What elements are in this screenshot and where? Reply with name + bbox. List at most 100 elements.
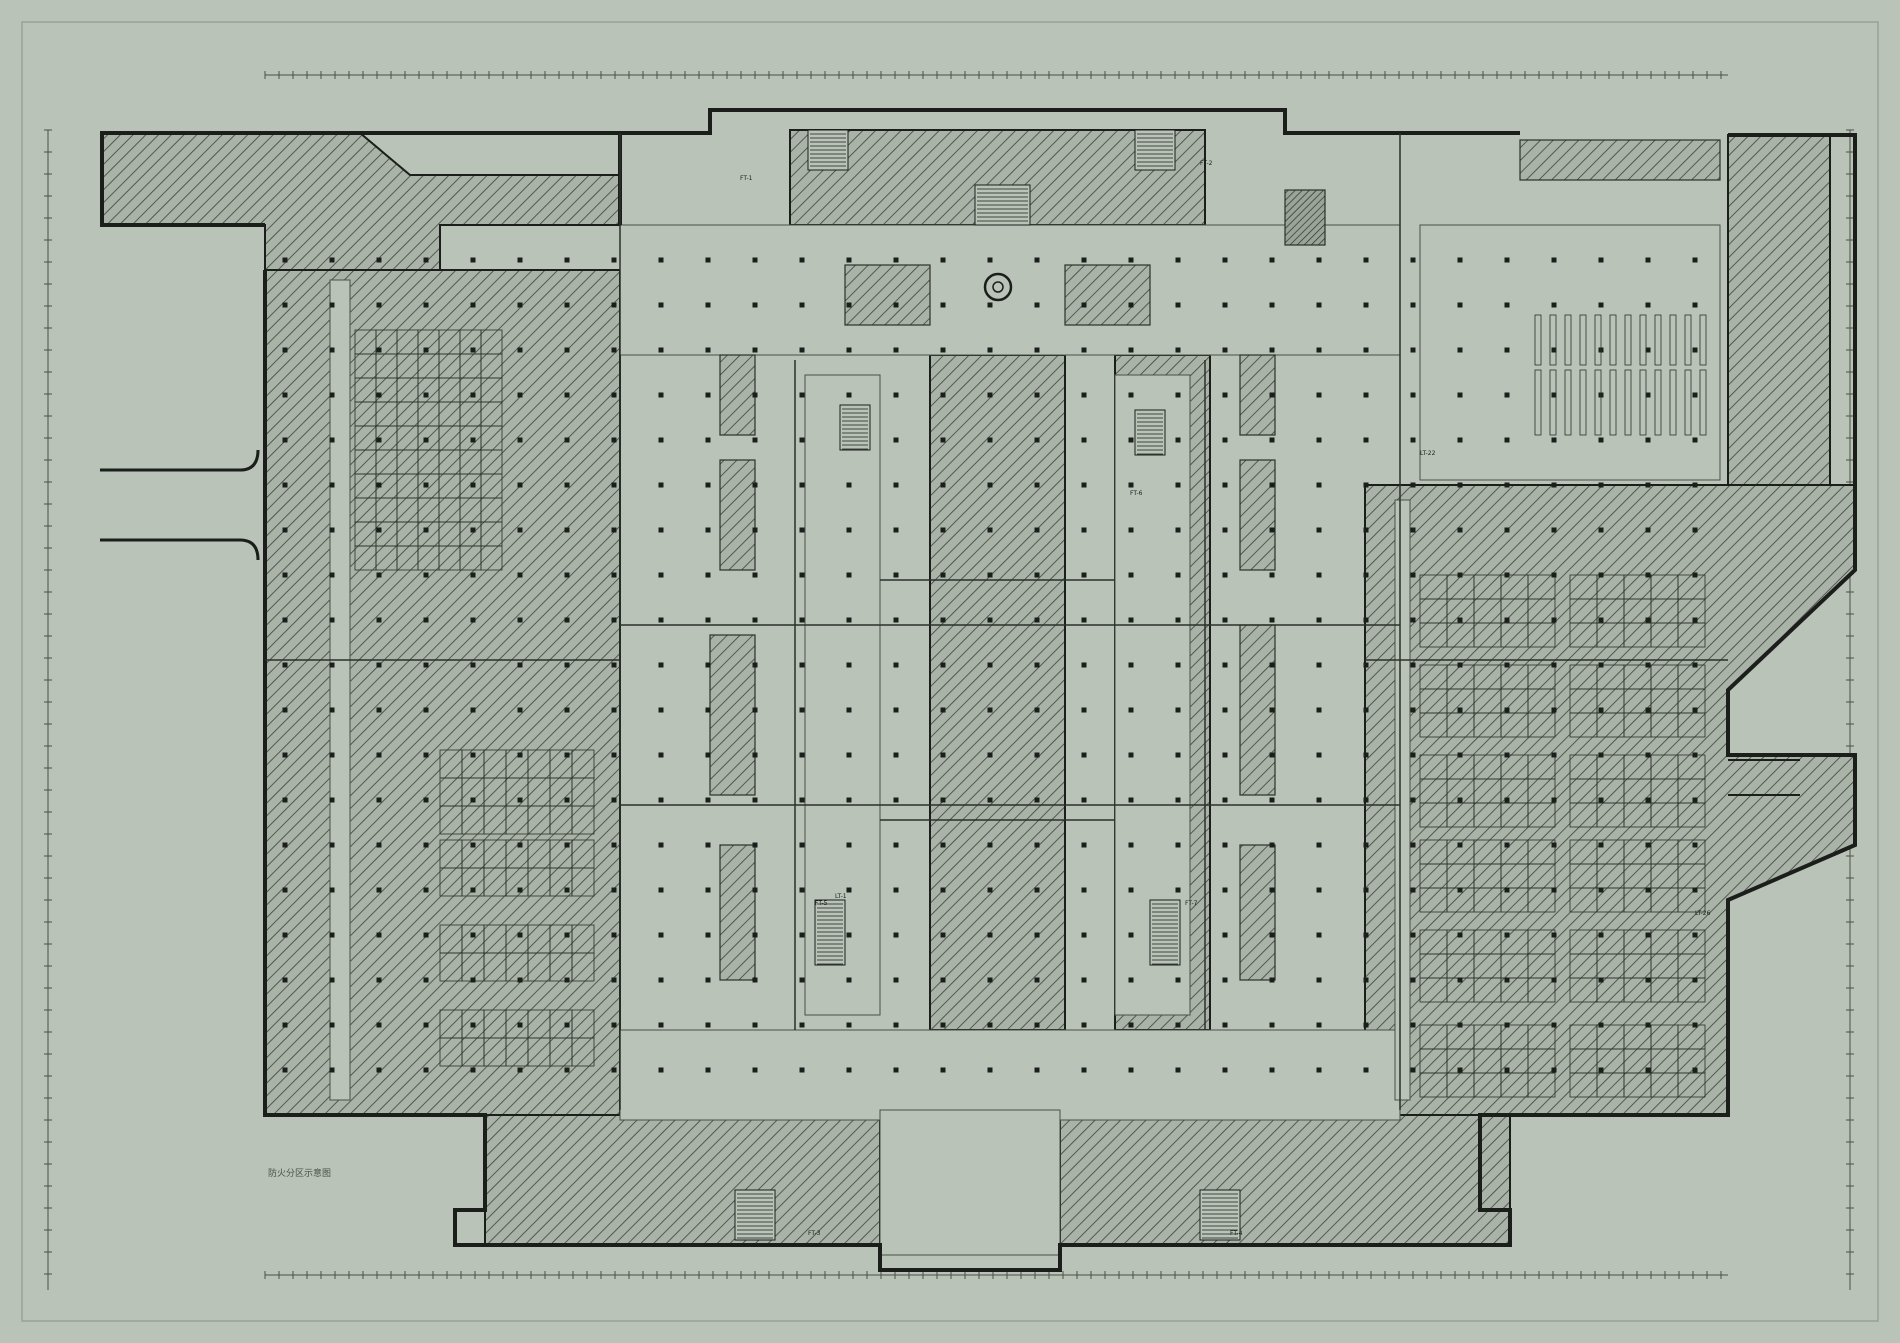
shelf (1639, 369, 1647, 436)
interior-walls (265, 133, 1728, 1110)
column (282, 482, 288, 488)
column (1081, 1022, 1087, 1028)
column (1598, 797, 1604, 803)
column (1128, 482, 1134, 488)
column (423, 617, 429, 623)
column (940, 482, 946, 488)
shop-block (719, 354, 756, 436)
column (705, 1067, 711, 1073)
column (470, 662, 476, 668)
column (423, 257, 429, 263)
column (893, 1022, 899, 1028)
column (517, 752, 523, 758)
column (1316, 887, 1322, 893)
column (1410, 482, 1416, 488)
column (1504, 482, 1510, 488)
column (1175, 797, 1181, 803)
column (1692, 617, 1698, 623)
column (1363, 257, 1369, 263)
column (1692, 797, 1698, 803)
column (282, 437, 288, 443)
column (752, 527, 758, 533)
column (799, 977, 805, 983)
column (893, 257, 899, 263)
column (846, 617, 852, 623)
column (329, 572, 335, 578)
column (611, 1022, 617, 1028)
west-ramp-entrance (100, 449, 260, 561)
column (799, 302, 805, 308)
column (799, 752, 805, 758)
column (423, 662, 429, 668)
column (1081, 392, 1087, 398)
column (1645, 707, 1651, 713)
column (1692, 887, 1698, 893)
stair-tag-label: FT-6 (1130, 490, 1143, 497)
column (1175, 257, 1181, 263)
column (517, 347, 523, 353)
column (846, 302, 852, 308)
column (1175, 437, 1181, 443)
column (987, 932, 993, 938)
column (1504, 437, 1510, 443)
column (1410, 572, 1416, 578)
column (1363, 752, 1369, 758)
column (1081, 347, 1087, 353)
column (1363, 707, 1369, 713)
column (1504, 257, 1510, 263)
column (1081, 482, 1087, 488)
column (611, 392, 617, 398)
column (1081, 797, 1087, 803)
column (1128, 302, 1134, 308)
column (1504, 347, 1510, 353)
column (1269, 527, 1275, 533)
column (1269, 932, 1275, 938)
column (1692, 752, 1698, 758)
column (1034, 572, 1040, 578)
column (705, 257, 711, 263)
column (1598, 572, 1604, 578)
column (564, 347, 570, 353)
column (1598, 932, 1604, 938)
escalator-icon (814, 899, 846, 966)
column (1410, 1022, 1416, 1028)
column (752, 347, 758, 353)
column (376, 842, 382, 848)
column (1269, 662, 1275, 668)
column (1410, 617, 1416, 623)
column (1363, 302, 1369, 308)
column (1504, 932, 1510, 938)
column (1269, 707, 1275, 713)
column (1034, 392, 1040, 398)
column (517, 1022, 523, 1028)
column (1504, 1067, 1510, 1073)
column (846, 887, 852, 893)
shelf (1669, 369, 1677, 436)
column (1363, 842, 1369, 848)
column (1081, 617, 1087, 623)
column (517, 977, 523, 983)
column (1410, 347, 1416, 353)
column (1692, 662, 1698, 668)
column (1316, 572, 1322, 578)
column (517, 302, 523, 308)
parking-stall (1677, 1072, 1706, 1098)
shelf (1684, 369, 1692, 436)
shelf (1534, 369, 1542, 436)
column (1269, 392, 1275, 398)
east-ramp-entrance (1728, 759, 1800, 796)
column (893, 482, 899, 488)
column (376, 482, 382, 488)
outer-wall-north-mall (620, 108, 1520, 135)
column (282, 1022, 288, 1028)
column (658, 977, 664, 983)
shelf (1594, 314, 1602, 366)
column (1410, 797, 1416, 803)
column (893, 662, 899, 668)
column (423, 392, 429, 398)
column (846, 662, 852, 668)
column (846, 527, 852, 533)
column (846, 257, 852, 263)
column (1222, 707, 1228, 713)
column (1222, 392, 1228, 398)
